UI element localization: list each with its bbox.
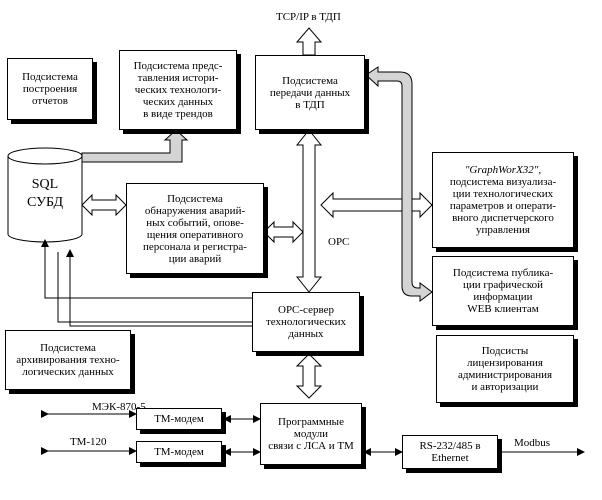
graphworx-description: подсистема визуализа- ции технологически… xyxy=(449,176,557,236)
alarms-opc-arrow xyxy=(263,220,304,244)
tcpip-arrow xyxy=(295,27,323,56)
rs232-ethernet-block: RS-232/485 в Ethernet xyxy=(402,435,498,469)
alarms-subsystem-block: Подсистема обнаружения аварий- ных событ… xyxy=(126,183,264,274)
graphworx-subsystem-block: "GraphWorX32", подсистема визуализа- ции… xyxy=(432,152,574,248)
reports-subsystem-block: Подсистема построения отчетов xyxy=(7,58,93,120)
data-transfer-subsystem-block: Подсистема передачи данных в ТДП xyxy=(255,55,365,130)
tcpip-label: TCP/IP в ТДП xyxy=(276,11,341,23)
opc-graphworx-arrow xyxy=(320,191,433,219)
graphworx-name: "GraphWorX32", xyxy=(464,164,542,176)
opc-modules-arrow xyxy=(295,353,323,399)
opc-to-sql-lines xyxy=(41,239,252,327)
modbus-protocol-label: Modbus xyxy=(514,437,551,449)
program-modules-block: Программные модули связи с ЛСА и ТМ xyxy=(260,403,362,465)
tm-modem-block-1: ТМ-модем xyxy=(136,408,222,430)
mek-protocol-label: МЭК-870-5 xyxy=(92,401,146,413)
protocol-lines xyxy=(41,410,585,456)
sql-dbms-label: SQL СУБД xyxy=(26,177,64,210)
sql-database-icon xyxy=(7,147,83,243)
transfer-web-bus xyxy=(365,66,433,302)
opc-label: OPC xyxy=(328,236,350,248)
tm120-protocol-label: ТМ-120 xyxy=(70,436,107,448)
opc-server-block: OPC-сервер технологических данных xyxy=(252,292,360,352)
sql-alarms-arrow xyxy=(81,193,127,217)
archive-subsystem-block: Подсистема архивирования техно- логическ… xyxy=(5,330,131,390)
trends-subsystem-block: Подсистема предс- тавления истори- чески… xyxy=(119,50,237,130)
sql-trends-arrow xyxy=(81,129,189,163)
opc-vertical-arrow xyxy=(295,129,323,293)
web-publishing-subsystem-block: Подсистема публика- ции графической инфо… xyxy=(432,256,574,326)
licensing-subsystem-block: Подсисты лицензирования администрировани… xyxy=(436,335,574,403)
tm-modem-block-2: ТМ-модем xyxy=(136,441,222,463)
